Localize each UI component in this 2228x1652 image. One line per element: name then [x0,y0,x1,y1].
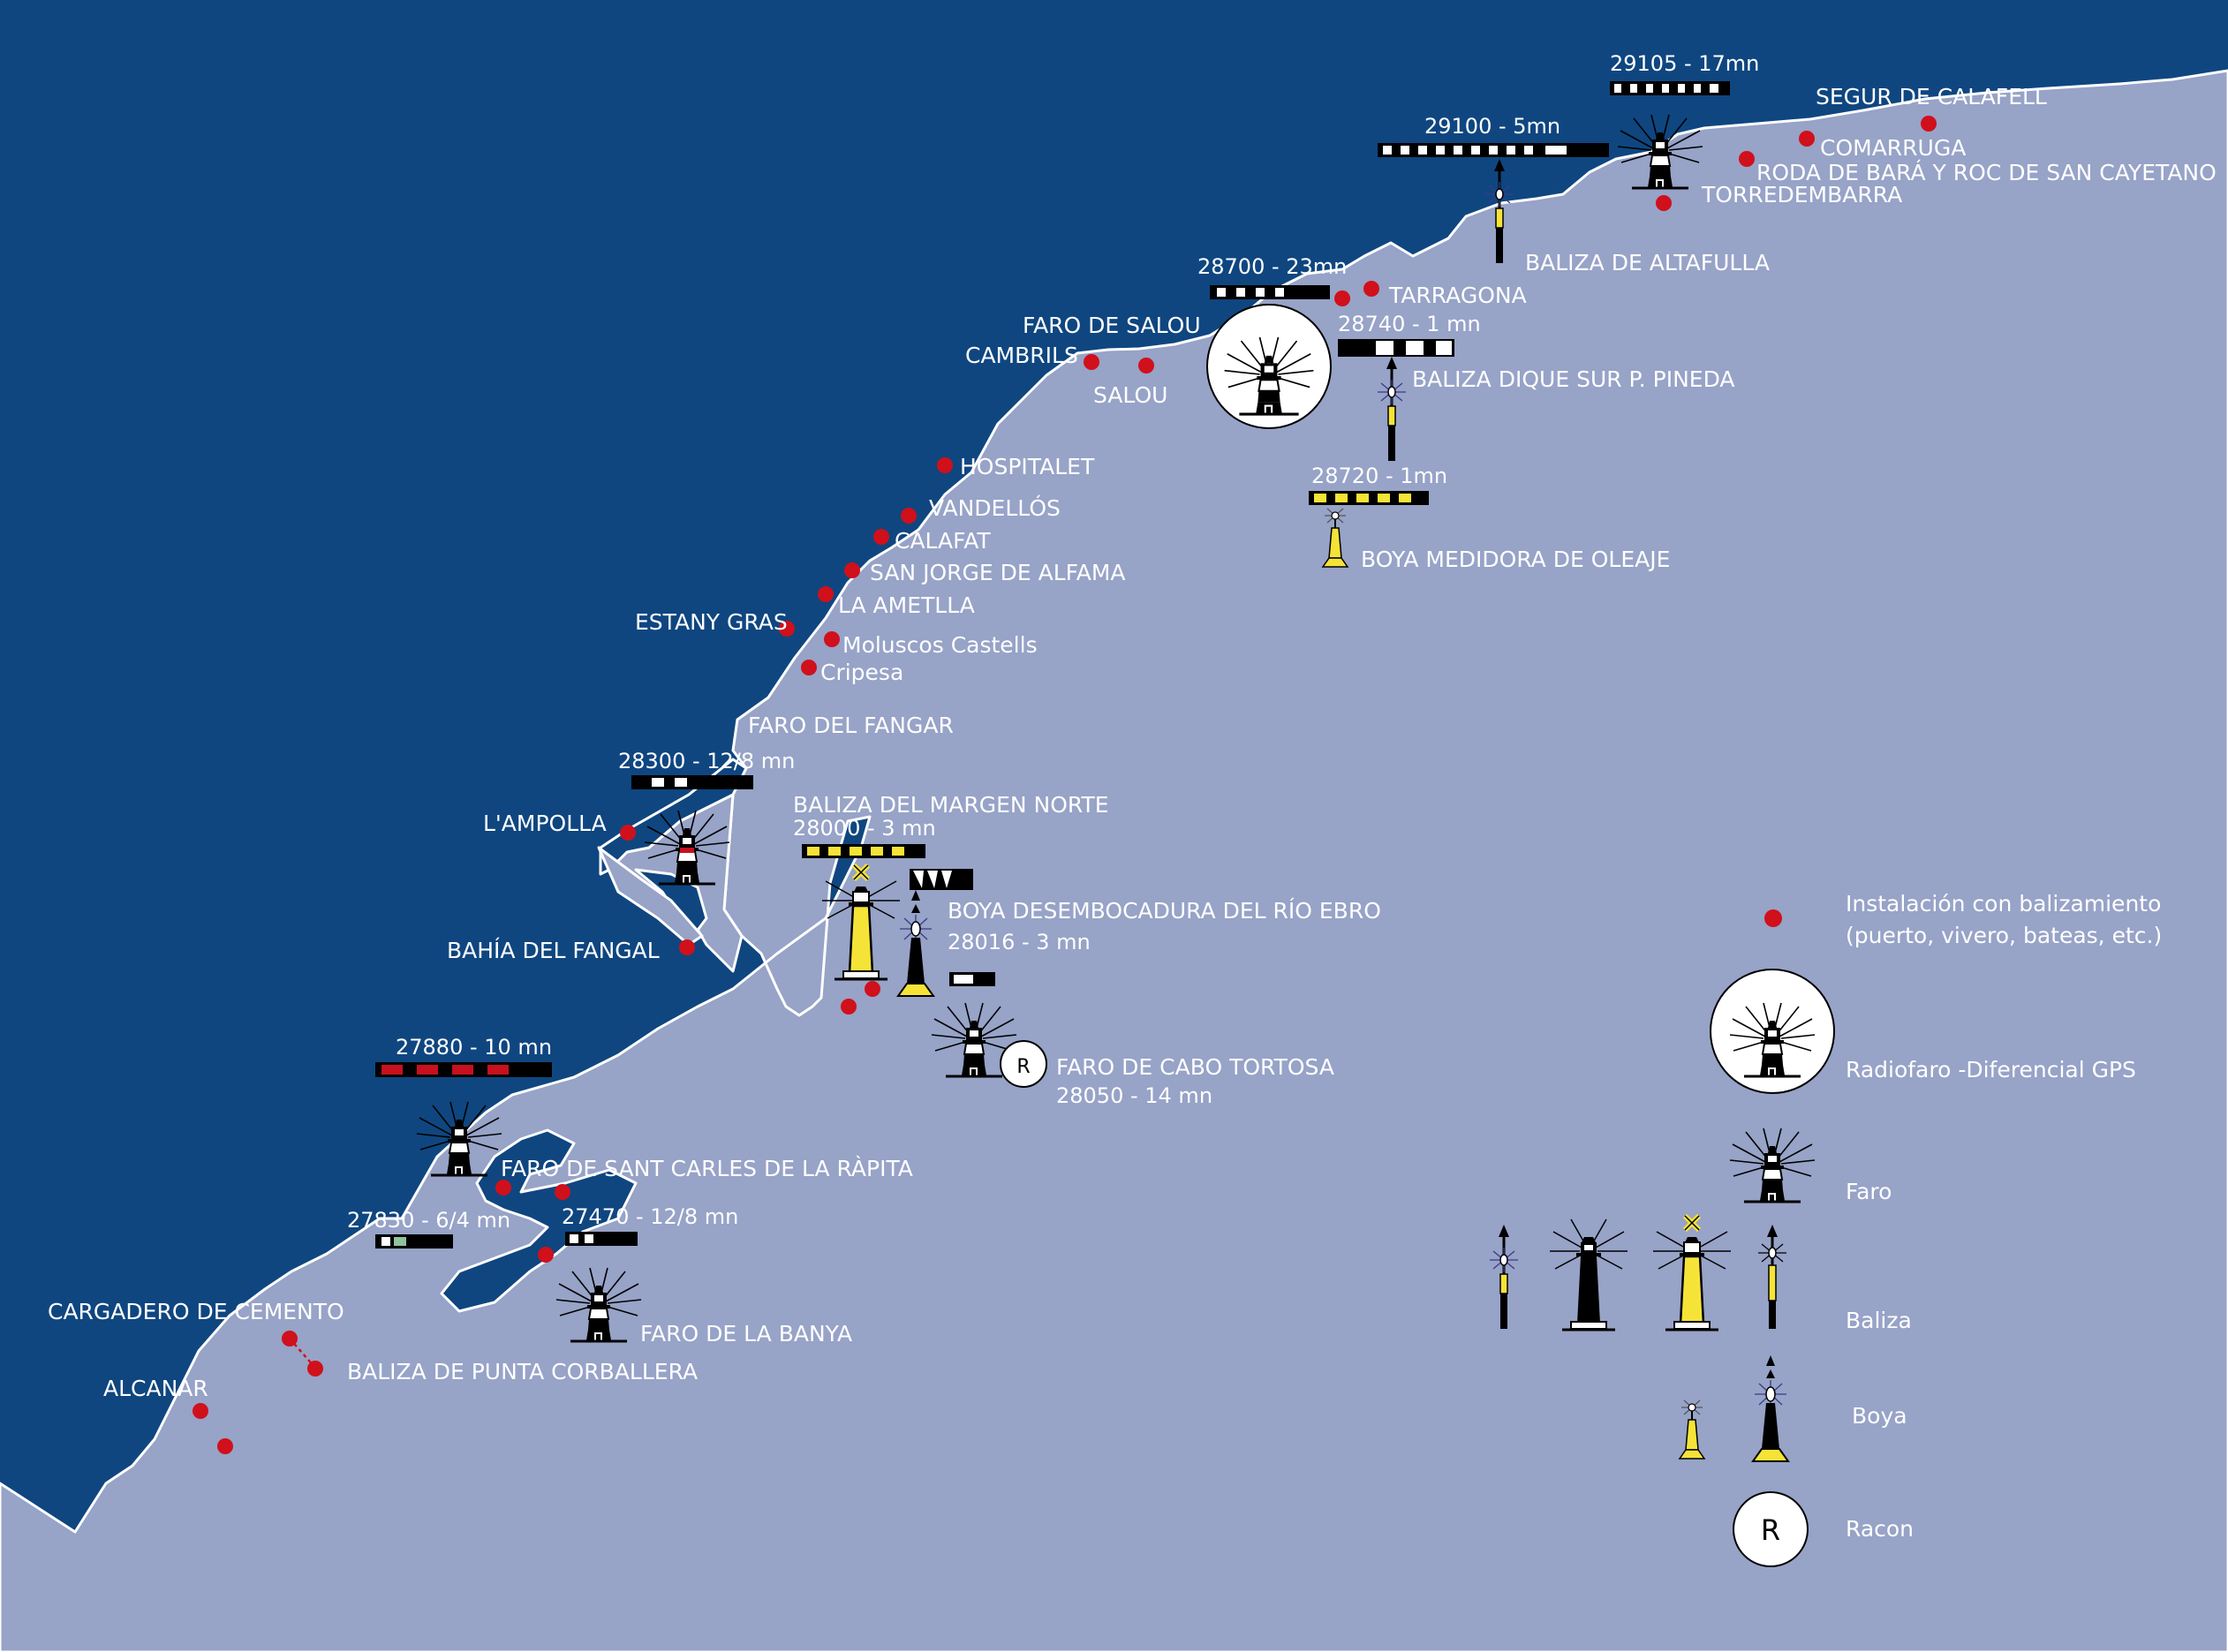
place-label: SEGUR DE CALAFELL [1816,84,2047,109]
place-label: BALIZA DE ALTAFULLA [1525,250,1770,275]
connector-line [289,1338,315,1368]
delta-north [597,846,704,947]
legend-baliza: Baliza [1846,1308,1912,1333]
place-label: ALCANAR [103,1376,208,1401]
place-label: SALOU [1093,382,1167,408]
light-code: 28050 - 14 mn [1056,1083,1212,1108]
legend-faro: Faro [1846,1179,1892,1204]
place-label: BOYA MEDIDORA DE OLEAJE [1361,547,1670,572]
place-label: L'AMPOLLA [483,811,607,836]
light-code: 27880 - 10 mn [396,1035,552,1060]
place-label: BAHÍA DEL FANGAL [447,938,660,963]
place-label: Cripesa [820,660,903,685]
place-label: CARGADERO DE CEMENTO [48,1299,344,1324]
place-label: COMARRUGA [1820,135,1966,161]
legend-radiofaro: Radiofaro -Diferencial GPS [1846,1057,2136,1082]
place-label: Moluscos Castells [842,632,1038,658]
light-code: 28720 - 1mn [1311,464,1447,488]
place-label: CALAFAT [895,528,991,554]
place-label: VANDELLÓS [929,494,1061,521]
svg-text:R: R [1016,1056,1030,1078]
place-label: TARRAGONA [1388,283,1527,308]
racon-circle-icon: R [1733,1491,1809,1567]
place-label: BALIZA DIQUE SUR P. PINEDA [1412,366,1735,392]
place-label: BALIZA DEL MARGEN NORTE [793,792,1109,818]
legend: Instalación con balizamiento (puerto, vi… [1488,891,2162,1567]
light-code: 29105 - 17mn [1610,51,1759,76]
light-code: 27470 - 12/8 mn [562,1204,738,1229]
place-label: FARO DE SANT CARLES DE LA RÀPITA [501,1156,913,1181]
place-label: SAN JORGE DE ALFAMA [870,560,1126,585]
land [0,69,2228,1652]
light-code: 29100 - 5mn [1424,114,1560,139]
light-sequence-bar-icon [375,81,1730,1248]
racon-circle-icon: R [1000,1040,1047,1088]
light-code: 28300 - 12/8 mn [618,749,795,773]
light-code: 28740 - 1 mn [1338,312,1481,336]
place-label: FARO DE CABO TORTOSA [1056,1054,1334,1080]
place-label: TORREDEMBARRA [1701,182,1902,207]
place-label: CAMBRILS [965,343,1078,368]
place-label: LA AMETLLA [838,592,975,618]
light-code: 28700 - 23mn [1197,254,1347,279]
legend-installation-line2: (puerto, vivero, bateas, etc.) [1846,923,2162,948]
svg-text:R: R [1761,1513,1780,1547]
place-label: BALIZA DE PUNTA CORBALLERA [347,1359,698,1384]
place-label: BOYA DESEMBOCADURA DEL RÍO EBRO [948,898,1381,924]
place-label: RODA DE BARÁ Y ROC DE SAN CAYETANO [1756,160,2217,185]
red-dot-icon [193,116,1937,1454]
place-label: FARO DE SALOU [1023,313,1201,338]
red-dot-icon [1764,909,1782,927]
legend-installation-line1: Instalación con balizamiento [1846,891,2161,917]
light-code: 27830 - 6/4 mn [347,1208,510,1233]
legend-racon: Racon [1846,1516,1914,1542]
place-label: ESTANY GRAS [635,609,788,635]
light-code: 28016 - 3 mn [948,930,1091,954]
place-label: FARO DEL FANGAR [748,713,954,738]
light-code: 28000 - 3 mn [793,816,936,841]
radiofaro-circle-icon [1710,969,1835,1094]
red-band [680,848,694,853]
radiofaro-circle-icon [1206,304,1332,429]
place-label: FARO DE LA BANYA [640,1321,852,1346]
place-label: HOSPITALET [960,454,1095,479]
legend-boya: Boya [1852,1403,1907,1429]
